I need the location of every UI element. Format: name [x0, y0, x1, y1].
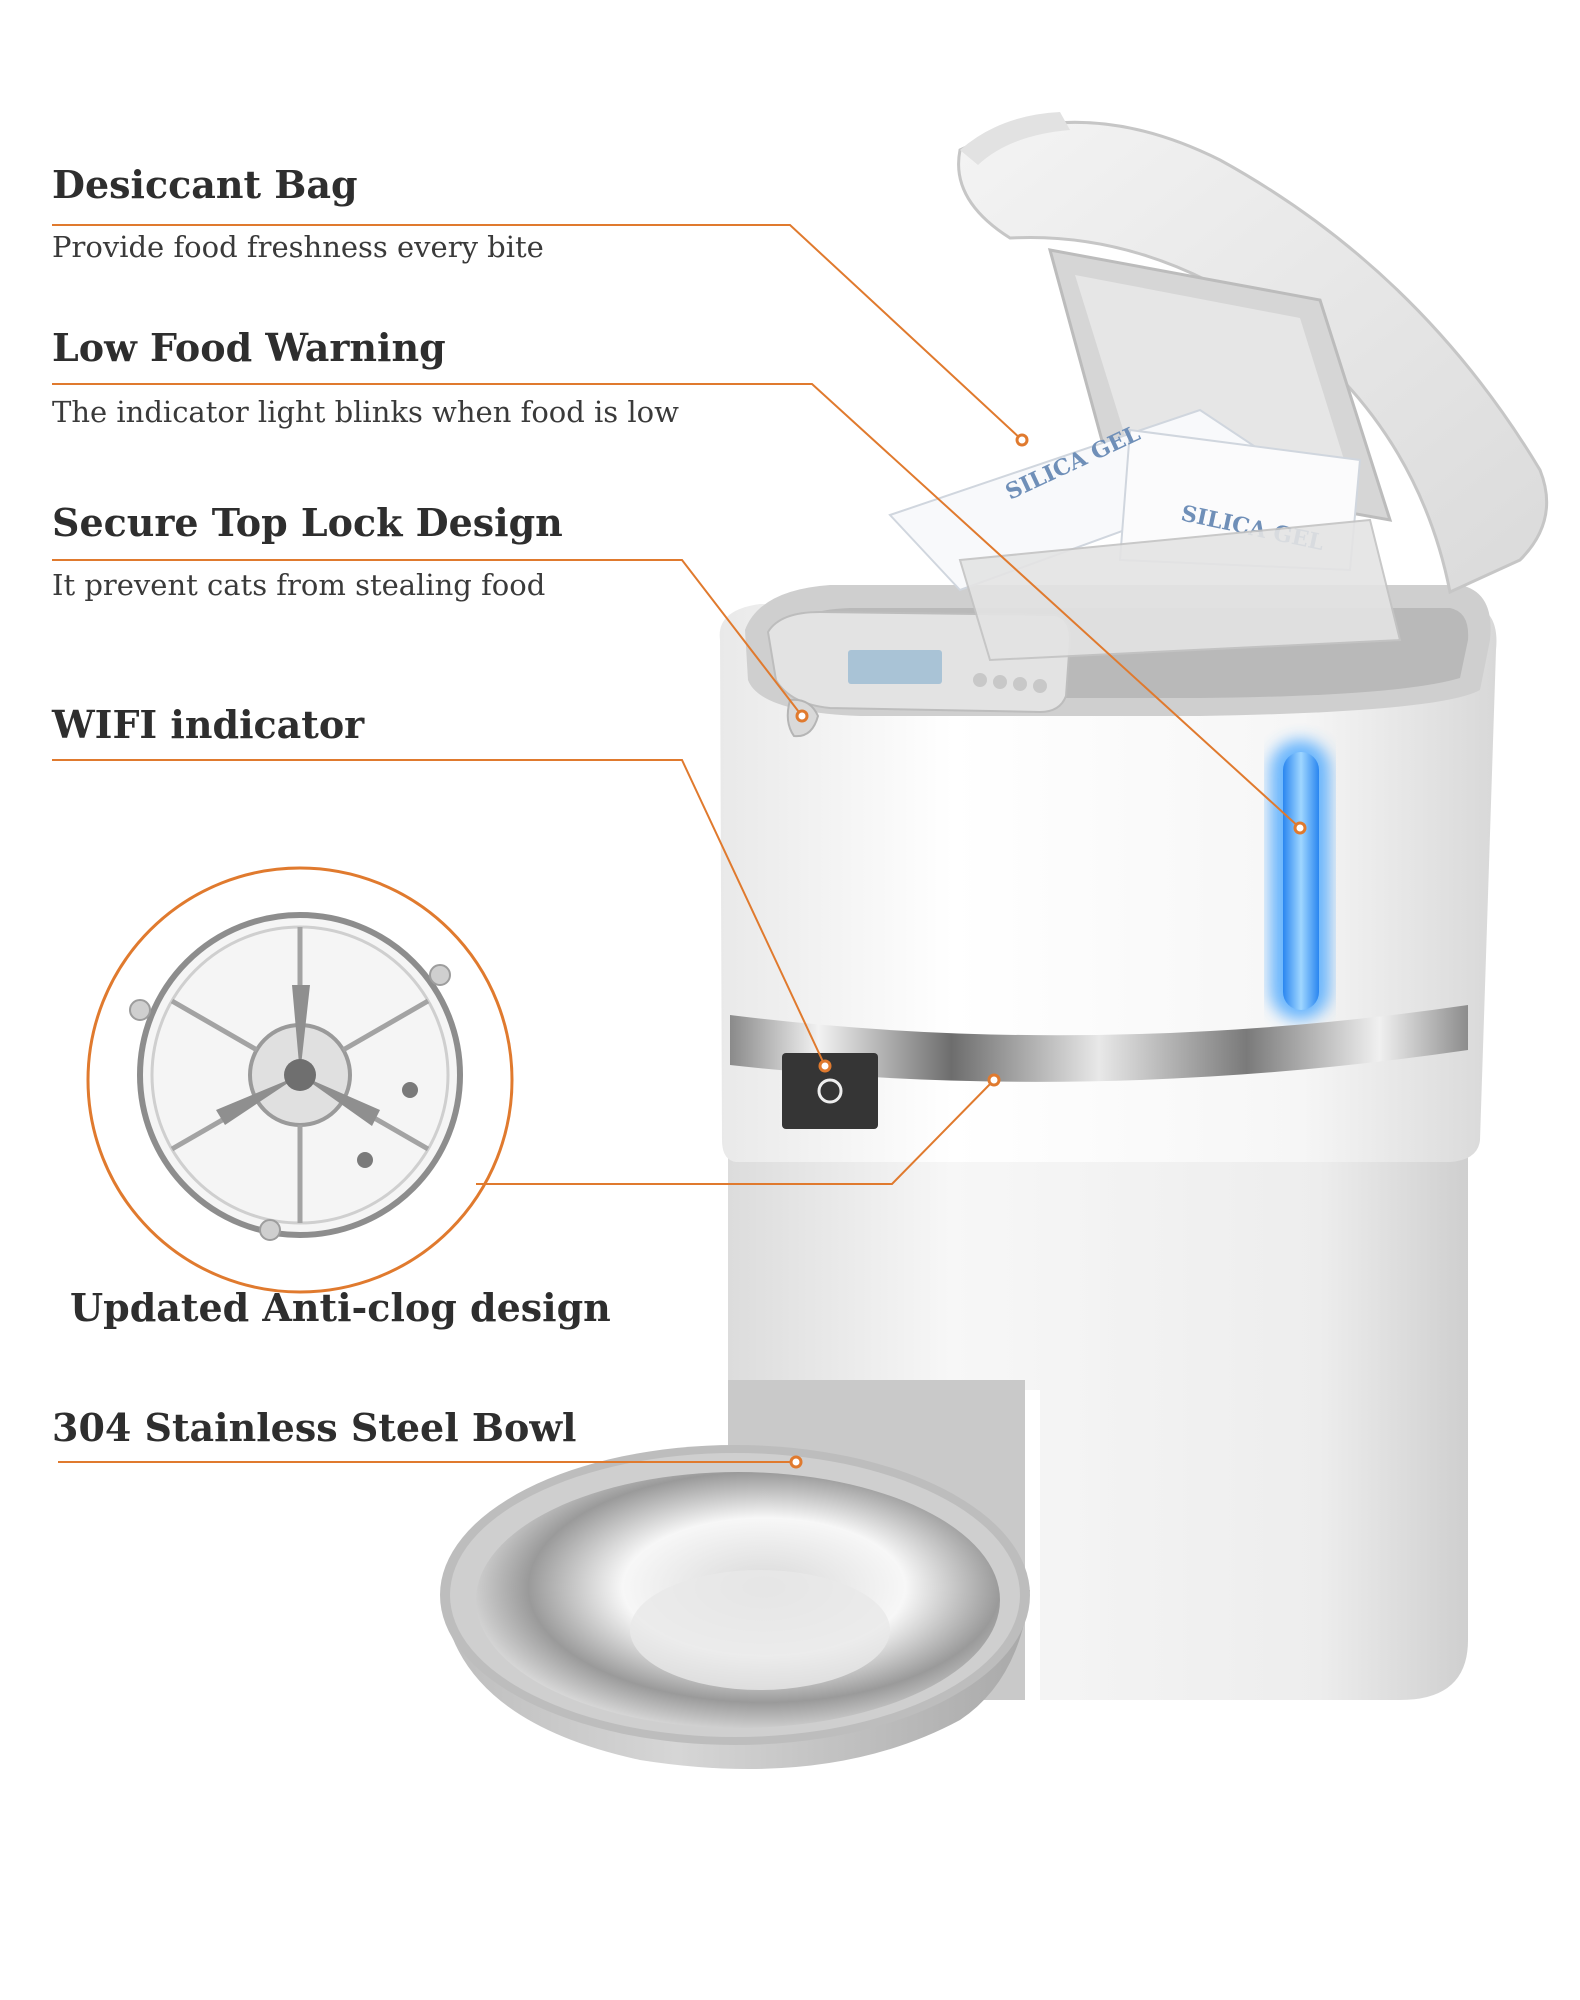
anti-clog-impeller	[216, 985, 380, 1126]
low-food-indicator	[1283, 752, 1319, 1010]
low-food-title: Low Food Warning	[52, 325, 446, 370]
lid	[957, 120, 1549, 595]
leader-lines	[52, 224, 1301, 1463]
bowl-title: 304 Stainless Steel Bowl	[52, 1405, 577, 1450]
wifi-title: WIFI indicator	[52, 702, 365, 747]
desiccant-subtitle: Provide food freshness every bite	[52, 230, 544, 264]
top-lock-title: Secure Top Lock Design	[52, 500, 563, 545]
lcd-display	[848, 650, 942, 684]
leader-dots	[789, 433, 1307, 1469]
lid-handle	[960, 112, 1070, 165]
wifi-button	[782, 1053, 878, 1129]
leader-wifi	[52, 759, 826, 1067]
desiccant-title: Desiccant Bag	[52, 162, 358, 207]
leader-anti-clog	[476, 1079, 995, 1185]
stainless-band	[730, 1005, 1468, 1082]
desiccant-tray	[958, 518, 1402, 662]
top-lock-subtitle: It prevent cats from stealing food	[52, 568, 546, 602]
steel-bowl	[440, 1445, 1030, 1769]
wifi-icon	[817, 1078, 843, 1104]
low-food-subtitle: The indicator light blinks when food is …	[52, 395, 679, 429]
anti-clog-inset	[86, 866, 514, 1294]
feeder-base	[728, 1080, 1468, 1700]
leader-desiccant	[52, 224, 1023, 441]
anti-clog-title: Updated Anti-clog design	[70, 1285, 611, 1330]
leader-low-food	[52, 383, 1301, 829]
leader-top-lock	[52, 559, 803, 717]
